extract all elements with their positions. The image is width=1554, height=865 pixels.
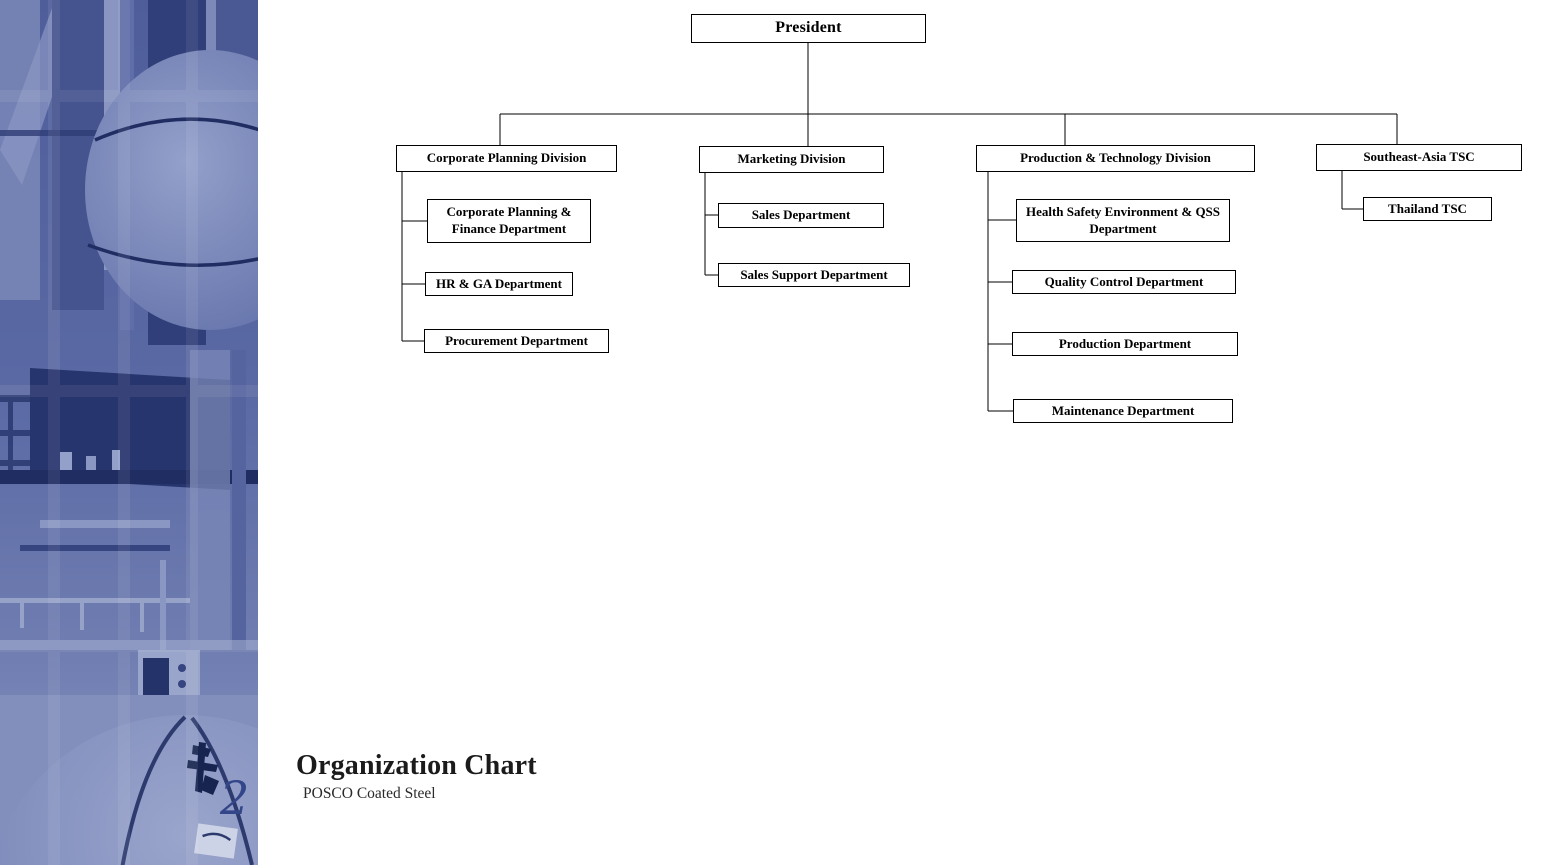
- tank-character-mark: [187, 742, 219, 795]
- title-block: Organization Chart POSCO Coated Steel: [296, 750, 537, 803]
- org-node-hr-ga-department: HR & GA Department: [425, 272, 573, 296]
- org-node-corporate-planning-division: Corporate Planning Division: [396, 145, 617, 172]
- org-node-southeast-asia-tsc: Southeast-Asia TSC: [1316, 144, 1522, 171]
- org-node-hse-qss-department: Health Safety Environment & QSS Departme…: [1016, 199, 1230, 242]
- tank-number-label: 2: [219, 771, 249, 825]
- industrial-plant-illustration: 2: [0, 0, 258, 865]
- org-node-production-technology-division: Production & Technology Division: [976, 145, 1255, 172]
- page-title: Organization Chart: [296, 750, 537, 781]
- org-node-production-department: Production Department: [1012, 332, 1238, 356]
- org-node-marketing-division: Marketing Division: [699, 146, 884, 173]
- org-node-thailand-tsc: Thailand TSC: [1363, 197, 1492, 221]
- org-node-sales-department: Sales Department: [718, 203, 884, 228]
- page-subtitle: POSCO Coated Steel: [303, 785, 436, 802]
- org-node-procurement-department: Procurement Department: [424, 329, 609, 353]
- org-node-sales-support-department: Sales Support Department: [718, 263, 910, 287]
- org-node-maintenance-department: Maintenance Department: [1013, 399, 1233, 423]
- sidebar-photo: 2: [0, 0, 258, 865]
- org-node-corporate-planning-finance-department: Corporate Planning & Finance Department: [427, 199, 591, 243]
- org-node-president: President: [691, 14, 926, 43]
- org-node-quality-control-department: Quality Control Department: [1012, 270, 1236, 294]
